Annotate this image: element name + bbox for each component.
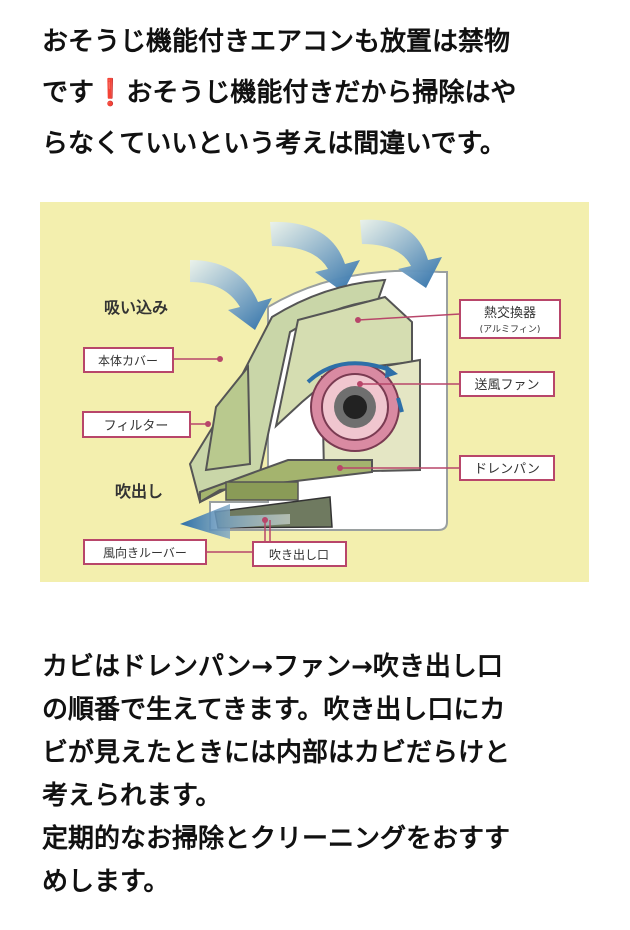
label-box-fan: 送風ファン [459,371,555,397]
label-box-filter: フィルター [82,411,191,438]
fan [306,361,404,452]
label-heat-exchanger: 熱交換器 [484,305,536,321]
outro-line-5: 定期的なお掃除とクリーニングをおすす [42,824,511,854]
label-vent: 吹き出し口 [269,548,329,562]
intake-arrows [190,219,442,330]
label-louver: 風向きルーバー [103,545,187,560]
outro-line-6: めします。 [42,867,170,897]
intro-line-2-b: おそうじ機能付きだから掃除はや [126,78,517,108]
drain-pan [199,459,373,504]
label-intake: 吸い込み [104,298,168,317]
outro-text: カビはドレンパン→ファン→吹き出し口 の順番で生えてきます。吹き出し口にカ ビが… [42,646,602,904]
intro-line-1: おそうじ機能付きエアコンも放置は禁物 [42,27,511,57]
leader-lines [173,313,461,553]
aircon-diagram: 吸い込み 吹出し 本体カバー フィルター 熱交換器 (アルミフィン) 送風ファン… [40,202,589,582]
label-cover: 本体カバー [98,354,158,368]
outro-line-3: ビが見えたときには内部はカビだらけと [42,738,511,768]
filter [204,364,252,472]
label-filter: フィルター [104,419,169,434]
label-fan: 送風ファン [474,378,539,393]
label-outlet: 吹出し [115,482,163,501]
outro-line-4: 考えられます。 [42,781,222,811]
leader-dots [205,317,363,523]
intro-line-2: です❗おそうじ機能付きだから掃除はや [42,68,602,119]
label-box-drain-pan: ドレンパン [459,455,555,481]
intro-line-3: らなくていいという考えは間違いです。 [42,129,506,159]
outflow-arrow [180,504,290,539]
outro-line-1: カビはドレンパン→ファン→吹き出し口 [42,652,503,682]
intro-line-2-a: です [42,78,95,108]
outro-line-2: の順番で生えてきます。吹き出し口にカ [42,695,506,725]
label-drain-pan: ドレンパン [474,462,540,477]
label-box-louver: 風向きルーバー [83,539,207,565]
label-box-heat-exchanger: 熱交換器 (アルミフィン) [459,299,561,339]
exclamation-icon: ❗ [94,78,127,108]
drain-pan-block [225,481,299,501]
label-box-vent: 吹き出し口 [252,541,347,567]
label-box-cover: 本体カバー [83,347,174,373]
label-heat-exchanger-sub: (アルミフィン) [480,325,541,335]
intro-text: おそうじ機能付きエアコンも放置は禁物 です❗おそうじ機能付きだから掃除はや らな… [42,17,602,170]
